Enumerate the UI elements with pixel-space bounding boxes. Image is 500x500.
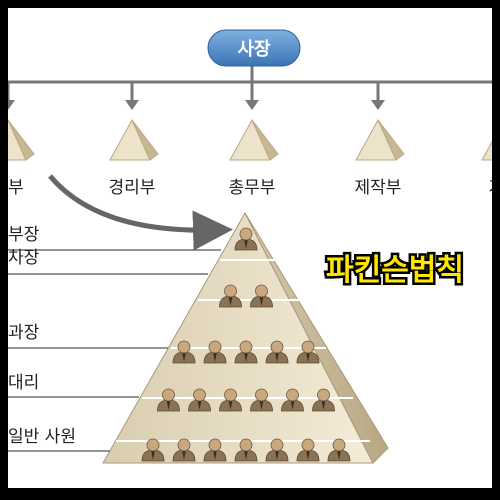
curved-arrow-icon bbox=[48, 174, 233, 251]
department-5: 기획 bbox=[481, 140, 492, 198]
down-arrow-icon bbox=[8, 100, 15, 110]
level-label-1: 부장 bbox=[8, 225, 40, 245]
person-icon bbox=[234, 227, 258, 251]
pyramid-people bbox=[141, 227, 351, 462]
pyramid-icon-side bbox=[8, 119, 35, 161]
department-row: 업부 경리부 총무부 제작부 기획 bbox=[8, 82, 492, 198]
pyramid-icon-side bbox=[131, 119, 159, 161]
department-label: 경리부 bbox=[109, 178, 156, 198]
department-1: 업부 bbox=[8, 82, 35, 198]
level-label-4: 대리 bbox=[8, 373, 39, 393]
department-label: 업부 bbox=[8, 178, 24, 198]
person-icon bbox=[141, 438, 165, 462]
department-4: 제작부 bbox=[355, 82, 405, 198]
parkinson-law-headline: 파킨슨법칙 bbox=[326, 253, 464, 288]
pyramid-right-face bbox=[244, 212, 389, 464]
level-labels: 부장 차장 과장 대리 일반 사원 bbox=[8, 225, 221, 452]
level-label-2: 차장 bbox=[8, 248, 40, 268]
person-icon bbox=[172, 438, 196, 462]
person-icon bbox=[250, 284, 273, 308]
level-label-5: 일반 사원 bbox=[8, 427, 76, 447]
department-label: 제작부 bbox=[355, 178, 402, 198]
down-arrow-icon bbox=[371, 100, 385, 110]
pyramid-icon-side bbox=[377, 119, 405, 161]
person-icon bbox=[250, 388, 273, 412]
person-icon bbox=[234, 438, 258, 462]
down-arrow-icon bbox=[125, 100, 139, 110]
person-icon bbox=[265, 438, 289, 462]
person-icon bbox=[203, 340, 227, 364]
pyramid-icon bbox=[481, 140, 492, 161]
pyramid-icon-side bbox=[251, 119, 279, 161]
person-icon bbox=[327, 438, 351, 462]
person-icon bbox=[296, 438, 320, 462]
person-icon bbox=[188, 388, 211, 412]
org-diagram: 사장 업부경리부총무부제작부기획 부장 차장 과장 대리 일반 사 bbox=[8, 29, 492, 464]
department-label: 기획 bbox=[488, 178, 492, 198]
level-label-3: 과장 bbox=[8, 323, 40, 343]
person-icon bbox=[219, 284, 242, 308]
department-2: 경리부 bbox=[109, 82, 159, 198]
person-icon bbox=[172, 340, 196, 364]
down-arrow-icon bbox=[245, 100, 259, 110]
president-label: 사장 bbox=[237, 39, 271, 60]
person-icon bbox=[234, 340, 258, 364]
person-icon bbox=[281, 388, 304, 412]
person-icon bbox=[203, 438, 227, 462]
person-icon bbox=[219, 388, 242, 412]
person-icon bbox=[296, 340, 320, 364]
department-3: 총무부 bbox=[229, 82, 279, 198]
department-label: 총무부 bbox=[229, 178, 276, 198]
person-icon bbox=[157, 388, 180, 412]
diagram-frame: 사장 업부경리부총무부제작부기획 부장 차장 과장 대리 일반 사 bbox=[8, 8, 492, 488]
person-icon bbox=[312, 388, 335, 412]
president-node: 사장 bbox=[207, 29, 301, 67]
person-icon bbox=[265, 340, 289, 364]
